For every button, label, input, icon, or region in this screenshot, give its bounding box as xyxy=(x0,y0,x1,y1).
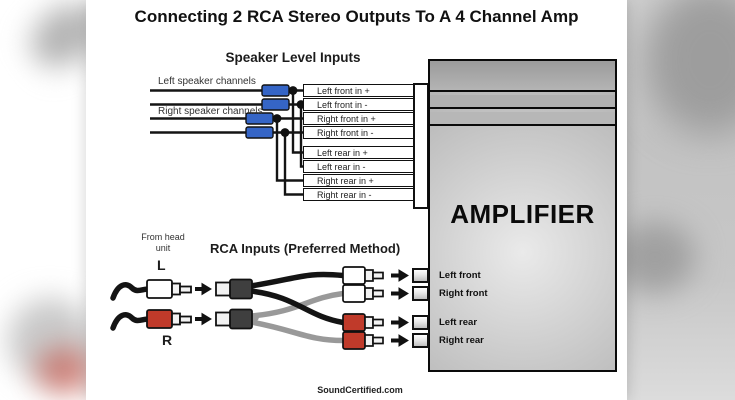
input-label: Right rear in + xyxy=(317,175,374,186)
input-box-right-front-pos: Right front in + xyxy=(303,112,415,125)
jack-label-right-rear: Right rear xyxy=(439,335,484,346)
left-speaker-channels-label: Left speaker channels xyxy=(158,76,256,87)
input-box-left-front-pos: Left front in + xyxy=(303,84,415,97)
arrow-icon xyxy=(391,316,409,329)
arrow-icon xyxy=(391,287,409,300)
input-box-right-rear-neg: Right rear in - xyxy=(303,188,415,201)
y-adapter-bottom xyxy=(215,308,253,330)
jack-label-right-front: Right front xyxy=(439,288,488,299)
input-box-left-rear-pos: Left rear in + xyxy=(303,146,415,159)
input-label: Left front in - xyxy=(317,99,368,110)
right-channel-letter: R xyxy=(162,332,173,348)
bg-bottom-left-red-blur xyxy=(36,348,94,394)
plug-left-front-white xyxy=(342,266,384,285)
arrow-icon xyxy=(195,282,212,296)
input-label: Right front in - xyxy=(317,127,374,138)
rca-cables-black xyxy=(110,271,346,331)
input-box-left-rear-neg: Left rear in - xyxy=(303,160,415,173)
input-box-left-front-neg: Left front in - xyxy=(303,98,415,111)
left-channel-letter: L xyxy=(157,257,166,273)
crimp-connector-icon xyxy=(261,84,290,97)
jack-right-front xyxy=(412,285,429,301)
crimp-connectors xyxy=(245,84,290,139)
jack-label-left-rear: Left rear xyxy=(439,317,478,328)
amp-lower-band xyxy=(430,111,615,126)
input-label: Right front in + xyxy=(317,113,376,124)
rca-inputs-heading: RCA Inputs (Preferred Method) xyxy=(210,241,401,256)
arrow-icons xyxy=(195,269,409,347)
arrow-icon xyxy=(391,334,409,347)
amp-mid-band xyxy=(430,94,615,109)
amplifier-label: AMPLIFIER xyxy=(450,199,595,229)
jack-right-rear xyxy=(412,332,429,348)
crimp-connector-icon xyxy=(261,98,290,111)
input-label: Left rear in + xyxy=(317,147,368,158)
input-box-right-front-neg: Right front in - xyxy=(303,126,415,139)
jack-left-rear xyxy=(412,314,429,330)
right-rca-plug-red xyxy=(146,309,192,329)
diagram-title: Connecting 2 RCA Stereo Outputs To A 4 C… xyxy=(134,7,579,26)
site-credit: SoundCertified.com xyxy=(317,385,403,395)
jack-left-front xyxy=(412,267,429,283)
left-rca-plug-white xyxy=(146,279,192,299)
amplifier-box: AMPLIFIER Left front Right front Left re… xyxy=(412,59,617,372)
input-label: Left rear in - xyxy=(317,161,366,172)
plug-left-rear-red xyxy=(342,313,384,332)
input-box-right-rear-pos: Right rear in + xyxy=(303,174,415,187)
amp-top-band xyxy=(430,61,615,92)
jack-label-left-front: Left front xyxy=(439,270,481,281)
plug-right-rear-red xyxy=(342,331,384,350)
from-head-unit-label: From head unit xyxy=(141,232,185,254)
input-label: Left front in + xyxy=(317,85,370,96)
arrow-icon xyxy=(195,312,212,326)
crimp-connector-icon xyxy=(245,126,274,139)
bg-mid-right-blur xyxy=(615,222,695,292)
speaker-input-terminal-strip xyxy=(413,83,429,209)
amp-side-plugs xyxy=(342,266,384,350)
right-speaker-channels-label: Right speaker channels xyxy=(158,106,263,117)
plug-right-front-white xyxy=(342,284,384,303)
input-label: Right rear in - xyxy=(317,189,372,200)
arrow-icon xyxy=(391,269,409,282)
speaker-level-heading: Speaker Level Inputs xyxy=(225,50,361,65)
y-adapter-top xyxy=(215,278,253,300)
speaker-wires xyxy=(150,89,303,196)
